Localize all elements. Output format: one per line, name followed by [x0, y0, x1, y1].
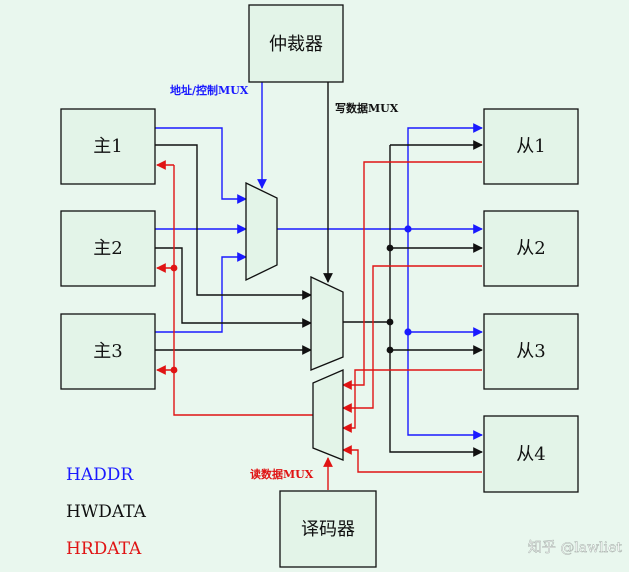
- master-3-block: 主3: [60, 313, 156, 390]
- addr-ctrl-mux: [245, 181, 278, 282]
- master-2-label: 主2: [93, 238, 122, 259]
- decoder-block: 译码器: [279, 490, 377, 568]
- legend-hwdata: HWDATA: [66, 502, 147, 522]
- slave-1-block: 从1: [483, 108, 579, 185]
- master-2-block: 主2: [60, 210, 156, 287]
- arbiter-block: 仲裁器: [248, 4, 344, 83]
- slave-2-block: 从2: [483, 210, 579, 287]
- read-data-mux: [312, 369, 344, 461]
- decoder-label: 译码器: [301, 519, 355, 540]
- slave-2-label: 从2: [516, 238, 545, 259]
- slave-4-label: 从4: [516, 444, 545, 465]
- legend-hrdata: HRDATA: [66, 539, 142, 559]
- master-3-label: 主3: [93, 341, 122, 362]
- slave-3-block: 从3: [483, 313, 579, 390]
- slave-1-label: 从1: [516, 136, 545, 157]
- junction-dots: [170, 225, 412, 374]
- arbiter-label: 仲裁器: [269, 34, 323, 55]
- master-1-block: 主1: [60, 108, 156, 185]
- legend: HADDR HWDATA HRDATA: [66, 465, 147, 559]
- master-1-label: 主1: [93, 136, 122, 157]
- watermark: 知乎 @lawliet: [528, 539, 622, 556]
- legend-haddr: HADDR: [66, 465, 134, 485]
- slave-3-label: 从3: [516, 341, 545, 362]
- addr-ctrl-mux-label: 地址/控制MUX: [170, 83, 249, 97]
- write-data-mux-label: 写数据MUX: [335, 101, 399, 115]
- write-data-mux: [310, 275, 344, 371]
- read-data-mux-label: 读数据MUX: [250, 467, 314, 481]
- slave-4-block: 从4: [483, 415, 579, 493]
- hrdata-wires: [156, 160, 482, 490]
